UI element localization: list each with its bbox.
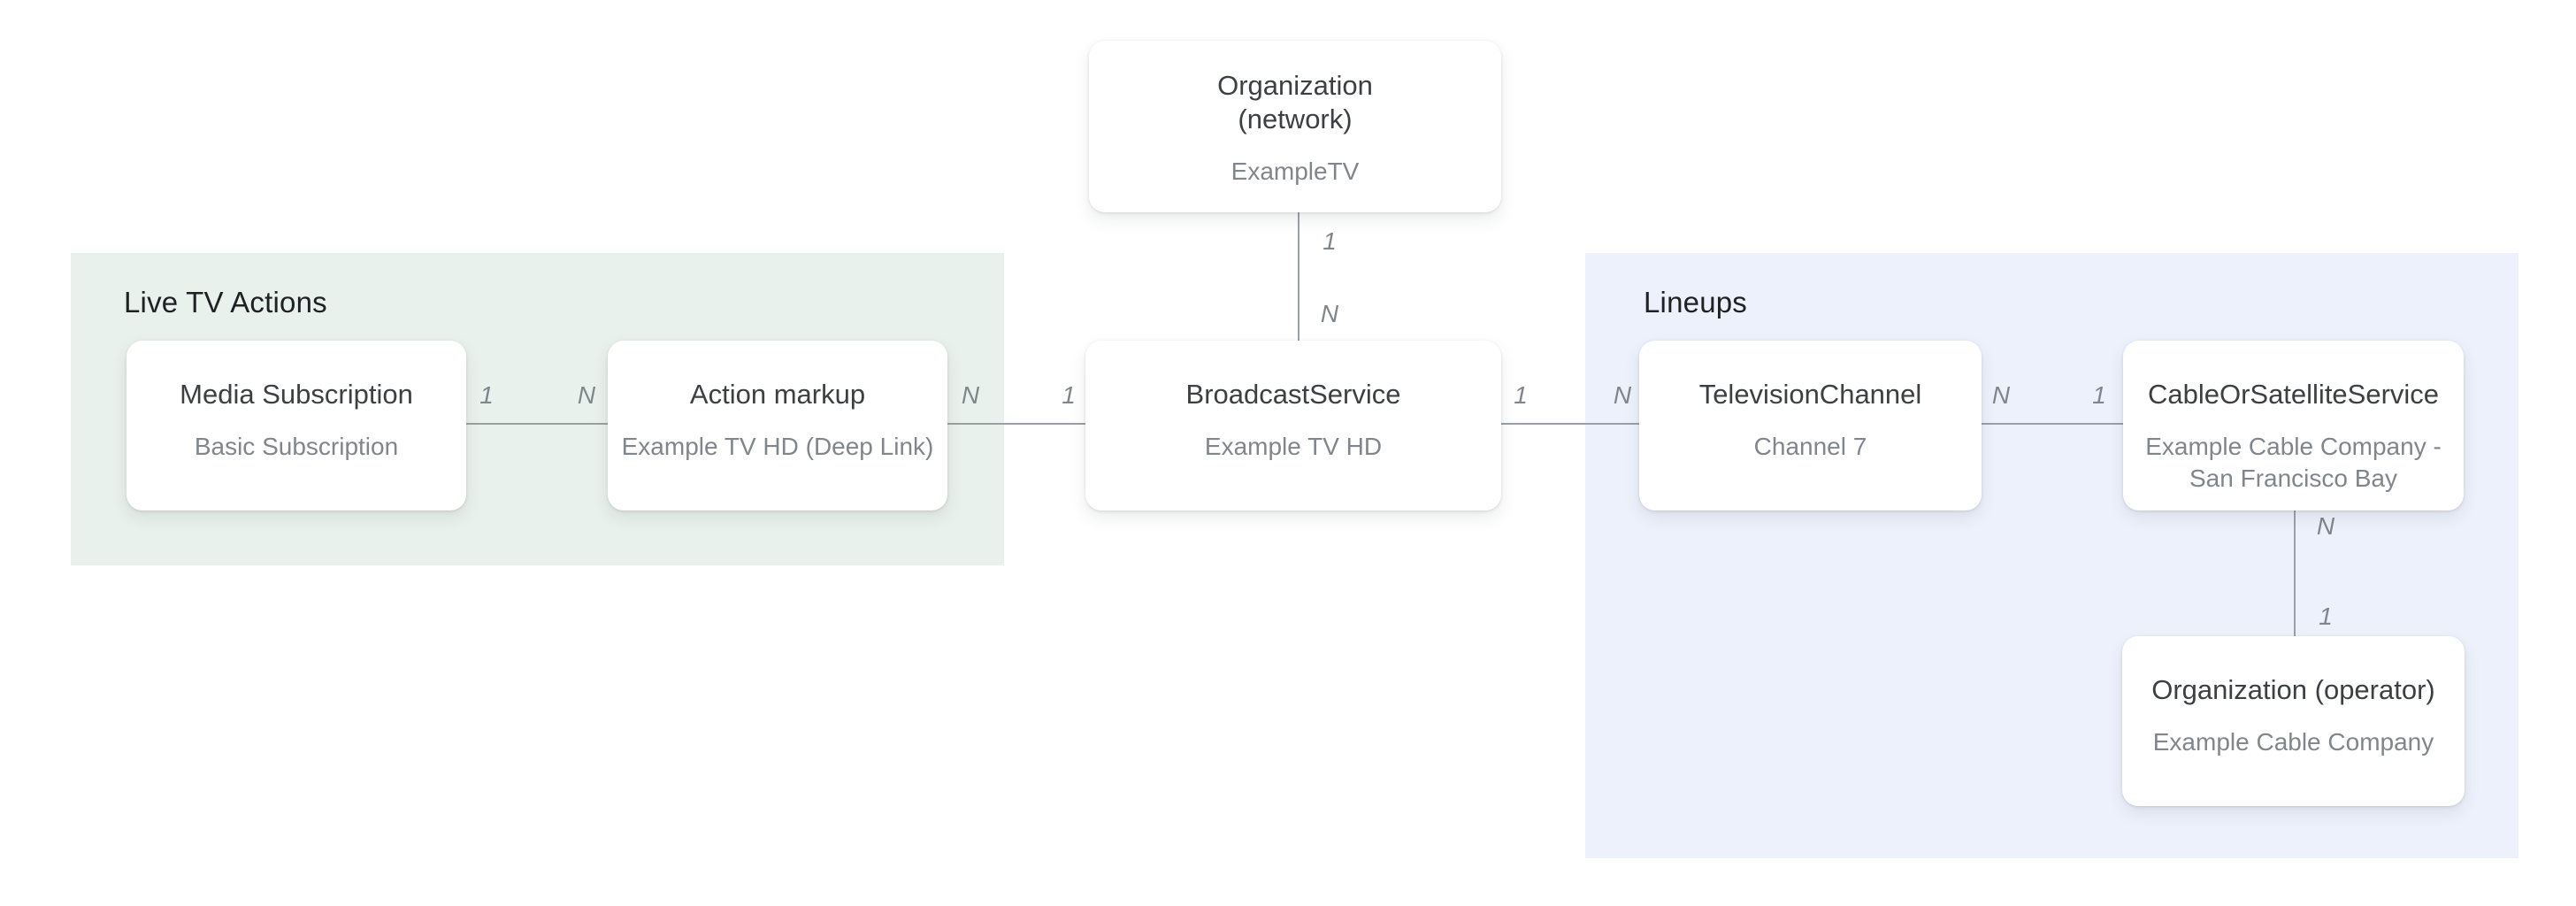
node-action-markup-title: Action markup [689,379,866,410]
node-television-channel-value: Channel 7 [1753,433,1867,460]
node-organization-operator-value: Example Cable Company [2152,728,2434,756]
cardinality-network-to-broadcast-to: N [1320,300,1339,327]
connector-network-to-broadcast-line [1298,212,1300,341]
node-media-subscription: Media Subscription Basic Subscription [126,341,466,511]
connector-action-markup-to-broadcast-line [947,423,1085,425]
cardinality-cable-to-operator-to: 1 [2319,603,2333,630]
cardinality-cable-to-operator-from: N [2316,512,2335,540]
node-action-markup: Action markup Example TV HD (Deep Link) [608,341,947,511]
cardinality-media-to-action-from: 1 [479,381,494,409]
node-action-markup-value: Example TV HD (Deep Link) [621,433,934,460]
cardinality-action-to-broadcast-to: 1 [1062,381,1076,409]
connector-cable-to-operator-line [2294,511,2296,636]
node-cable-or-satellite-service-title: CableOrSatelliteService [2147,379,2440,410]
node-cable-or-satellite-service: CableOrSatelliteService Example Cable Co… [2123,341,2464,511]
connector-television-channel-to-cable-line [1982,423,2123,425]
node-organization-operator-title: Organization (operator) [2151,674,2435,705]
node-broadcast-service-value: Example TV HD [1204,433,1383,460]
node-organization-network-title: Organization (network) [1217,70,1373,134]
node-organization-network: Organization (network) ExampleTV [1089,41,1501,212]
cardinality-media-to-action-to: N [577,381,596,409]
node-media-subscription-title: Media Subscription [180,379,413,410]
node-broadcast-service: BroadcastService Example TV HD [1085,341,1501,511]
cardinality-action-to-broadcast-from: N [961,381,980,409]
node-organization-operator: Organization (operator) Example Cable Co… [2122,636,2465,806]
node-broadcast-service-title: BroadcastService [1185,379,1401,410]
node-cable-or-satellite-service-value: Example Cable Company - San Francisco Ba… [2145,433,2442,492]
cardinality-channel-to-cable-to: 1 [2092,381,2106,409]
cardinality-broadcast-to-channel-from: 1 [1514,381,1528,409]
region-heading-live-tv-actions: Live TV Actions [124,286,327,319]
connector-broadcast-to-television-channel-line [1501,423,1639,425]
node-television-channel-title: TelevisionChannel [1698,379,1922,410]
node-television-channel: TelevisionChannel Channel 7 [1639,341,1982,511]
cardinality-broadcast-to-channel-to: N [1613,381,1632,409]
node-organization-network-value: ExampleTV [1230,157,1360,185]
connector-media-subscription-to-action-markup-line [466,423,608,425]
cardinality-network-to-broadcast-from: 1 [1322,227,1337,255]
region-heading-lineups: Lineups [1644,286,1747,319]
cardinality-channel-to-cable-from: N [1991,381,2011,409]
node-media-subscription-value: Basic Subscription [194,433,399,460]
